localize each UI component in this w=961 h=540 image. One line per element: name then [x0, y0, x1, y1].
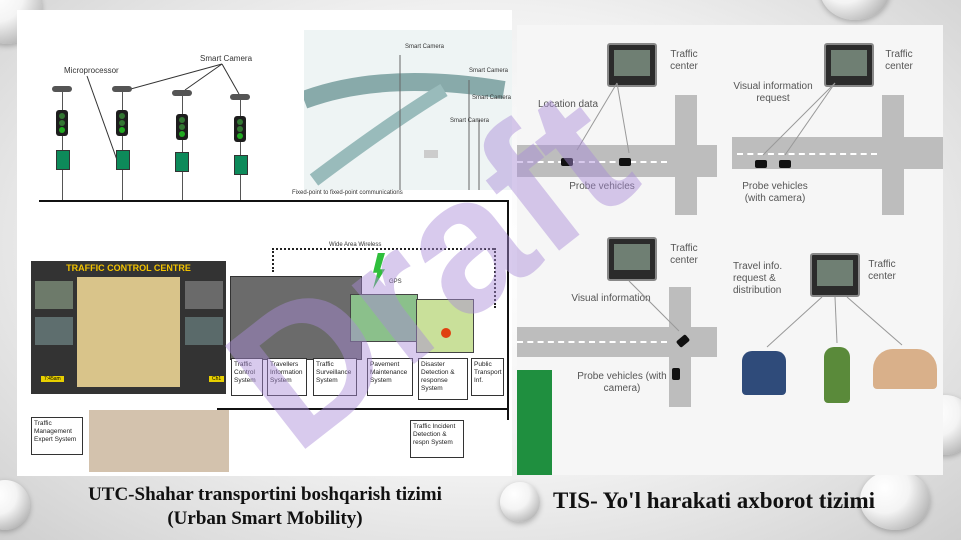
screen-tag: Ch1	[209, 376, 225, 382]
tcc-title: TRAFFIC CONTROL CENTRE	[66, 263, 191, 273]
decor-bubble	[860, 470, 930, 530]
system-box: Disaster Detection & response System	[418, 358, 468, 400]
road-marking	[517, 341, 667, 343]
tis-diagram: Traffic center Location data Probe vehic…	[517, 25, 943, 475]
system-box: Traffic Surveillance System	[313, 358, 357, 396]
road-camera-label: Smart Camera	[405, 44, 445, 50]
incident-system-box: Traffic Incident Detection & respn Syste…	[410, 420, 464, 458]
utc-caption-line2: (Urban Smart Mobility)	[167, 508, 363, 529]
probe-vehicle-icon	[672, 368, 680, 380]
fixed-point-comms-label: Fixed-point to fixed-point communication…	[292, 190, 403, 196]
map-tile	[416, 299, 474, 353]
wireless-dotted-line	[494, 248, 496, 308]
bus-photo	[350, 294, 418, 342]
traffic-center-label: Traffic center	[885, 49, 913, 72]
probe-vehicle-icon	[755, 160, 767, 168]
traffic-control-centre-display: TRAFFIC CONTROL CENTRE 7:45am Ch1	[31, 261, 226, 394]
user-at-computer-icon	[742, 351, 786, 395]
system-box: Travellers Information System	[267, 358, 307, 396]
probe-vehicle-icon	[619, 158, 631, 166]
decor-bubble	[500, 482, 540, 522]
visual-information-label: Visual information	[571, 293, 651, 304]
road-camera-label: Smart Camera	[469, 68, 509, 74]
wireless-dotted-line	[272, 248, 494, 250]
utc-caption-line1: UTC-Shahar transportini boshqarish tizim…	[88, 484, 442, 505]
traffic-center-icon	[607, 237, 657, 281]
city-map	[77, 277, 180, 387]
camera-feed	[35, 281, 73, 309]
traffic-center-icon	[824, 43, 874, 87]
map-strip	[517, 370, 552, 475]
camera-feed	[35, 317, 73, 345]
probe-vehicle-icon	[779, 160, 791, 168]
traffic-center-label: Traffic center	[670, 49, 698, 72]
traffic-center-icon	[607, 43, 657, 87]
screen-tag: 7:45am	[41, 376, 64, 382]
gps-label: GPS	[389, 279, 402, 285]
info-arrows	[576, 82, 903, 348]
road-marking	[517, 161, 667, 163]
system-box: Traffic Control System	[231, 358, 263, 396]
expert-system-box: Traffic Management Expert System	[31, 417, 83, 455]
comms-line	[39, 200, 509, 202]
signal-arrows	[86, 63, 240, 161]
wireless-dotted-line	[272, 248, 274, 272]
road-camera-label: Smart Camera	[450, 118, 490, 124]
travel-info-label: Travel info. request & distribution	[733, 261, 783, 296]
microprocessor-label: Microprocessor	[64, 66, 119, 75]
visual-info-request-label: Visual information request	[733, 81, 813, 104]
traffic-center-label: Traffic center	[868, 259, 896, 282]
location-pin-icon	[441, 328, 451, 338]
probe-vehicles-camera-label: Probe vehicles (with camera)	[577, 371, 667, 394]
tis-caption: TIS- Yo'l harakati axborot tizimi	[552, 488, 875, 513]
probe-vehicle-icon	[561, 158, 573, 166]
traveller-dashboard-photo	[230, 276, 362, 360]
probe-vehicles-camera-label: Probe vehicles (with camera)	[742, 181, 808, 204]
passengers-in-car-icon	[873, 349, 937, 389]
road	[675, 95, 697, 215]
decor-bubble	[820, 0, 890, 20]
utc-diagram: Microprocessor Smart Camera	[17, 10, 512, 476]
camera-feed	[185, 281, 223, 309]
road	[882, 95, 904, 215]
road-marking	[737, 153, 877, 155]
location-data-label: Location data	[537, 99, 599, 110]
wide-area-wireless-label: Wide Area Wireless	[329, 242, 382, 248]
comms-line	[507, 200, 509, 420]
system-box: Public Transport Inf.	[471, 358, 504, 396]
overpass-illustration	[304, 30, 512, 190]
smart-camera-label: Smart Camera	[200, 54, 253, 63]
traffic-center-label: Traffic center	[670, 243, 698, 266]
user-with-phone-icon	[824, 347, 850, 403]
traffic-center-icon	[810, 253, 860, 297]
comms-line	[217, 408, 509, 410]
system-box: Pavement Maintenance System	[367, 358, 413, 396]
camera-feed	[185, 317, 223, 345]
probe-vehicles-label: Probe vehicles	[569, 181, 635, 192]
road-camera-label: Smart Camera	[472, 95, 512, 101]
operators-photo	[89, 410, 229, 472]
